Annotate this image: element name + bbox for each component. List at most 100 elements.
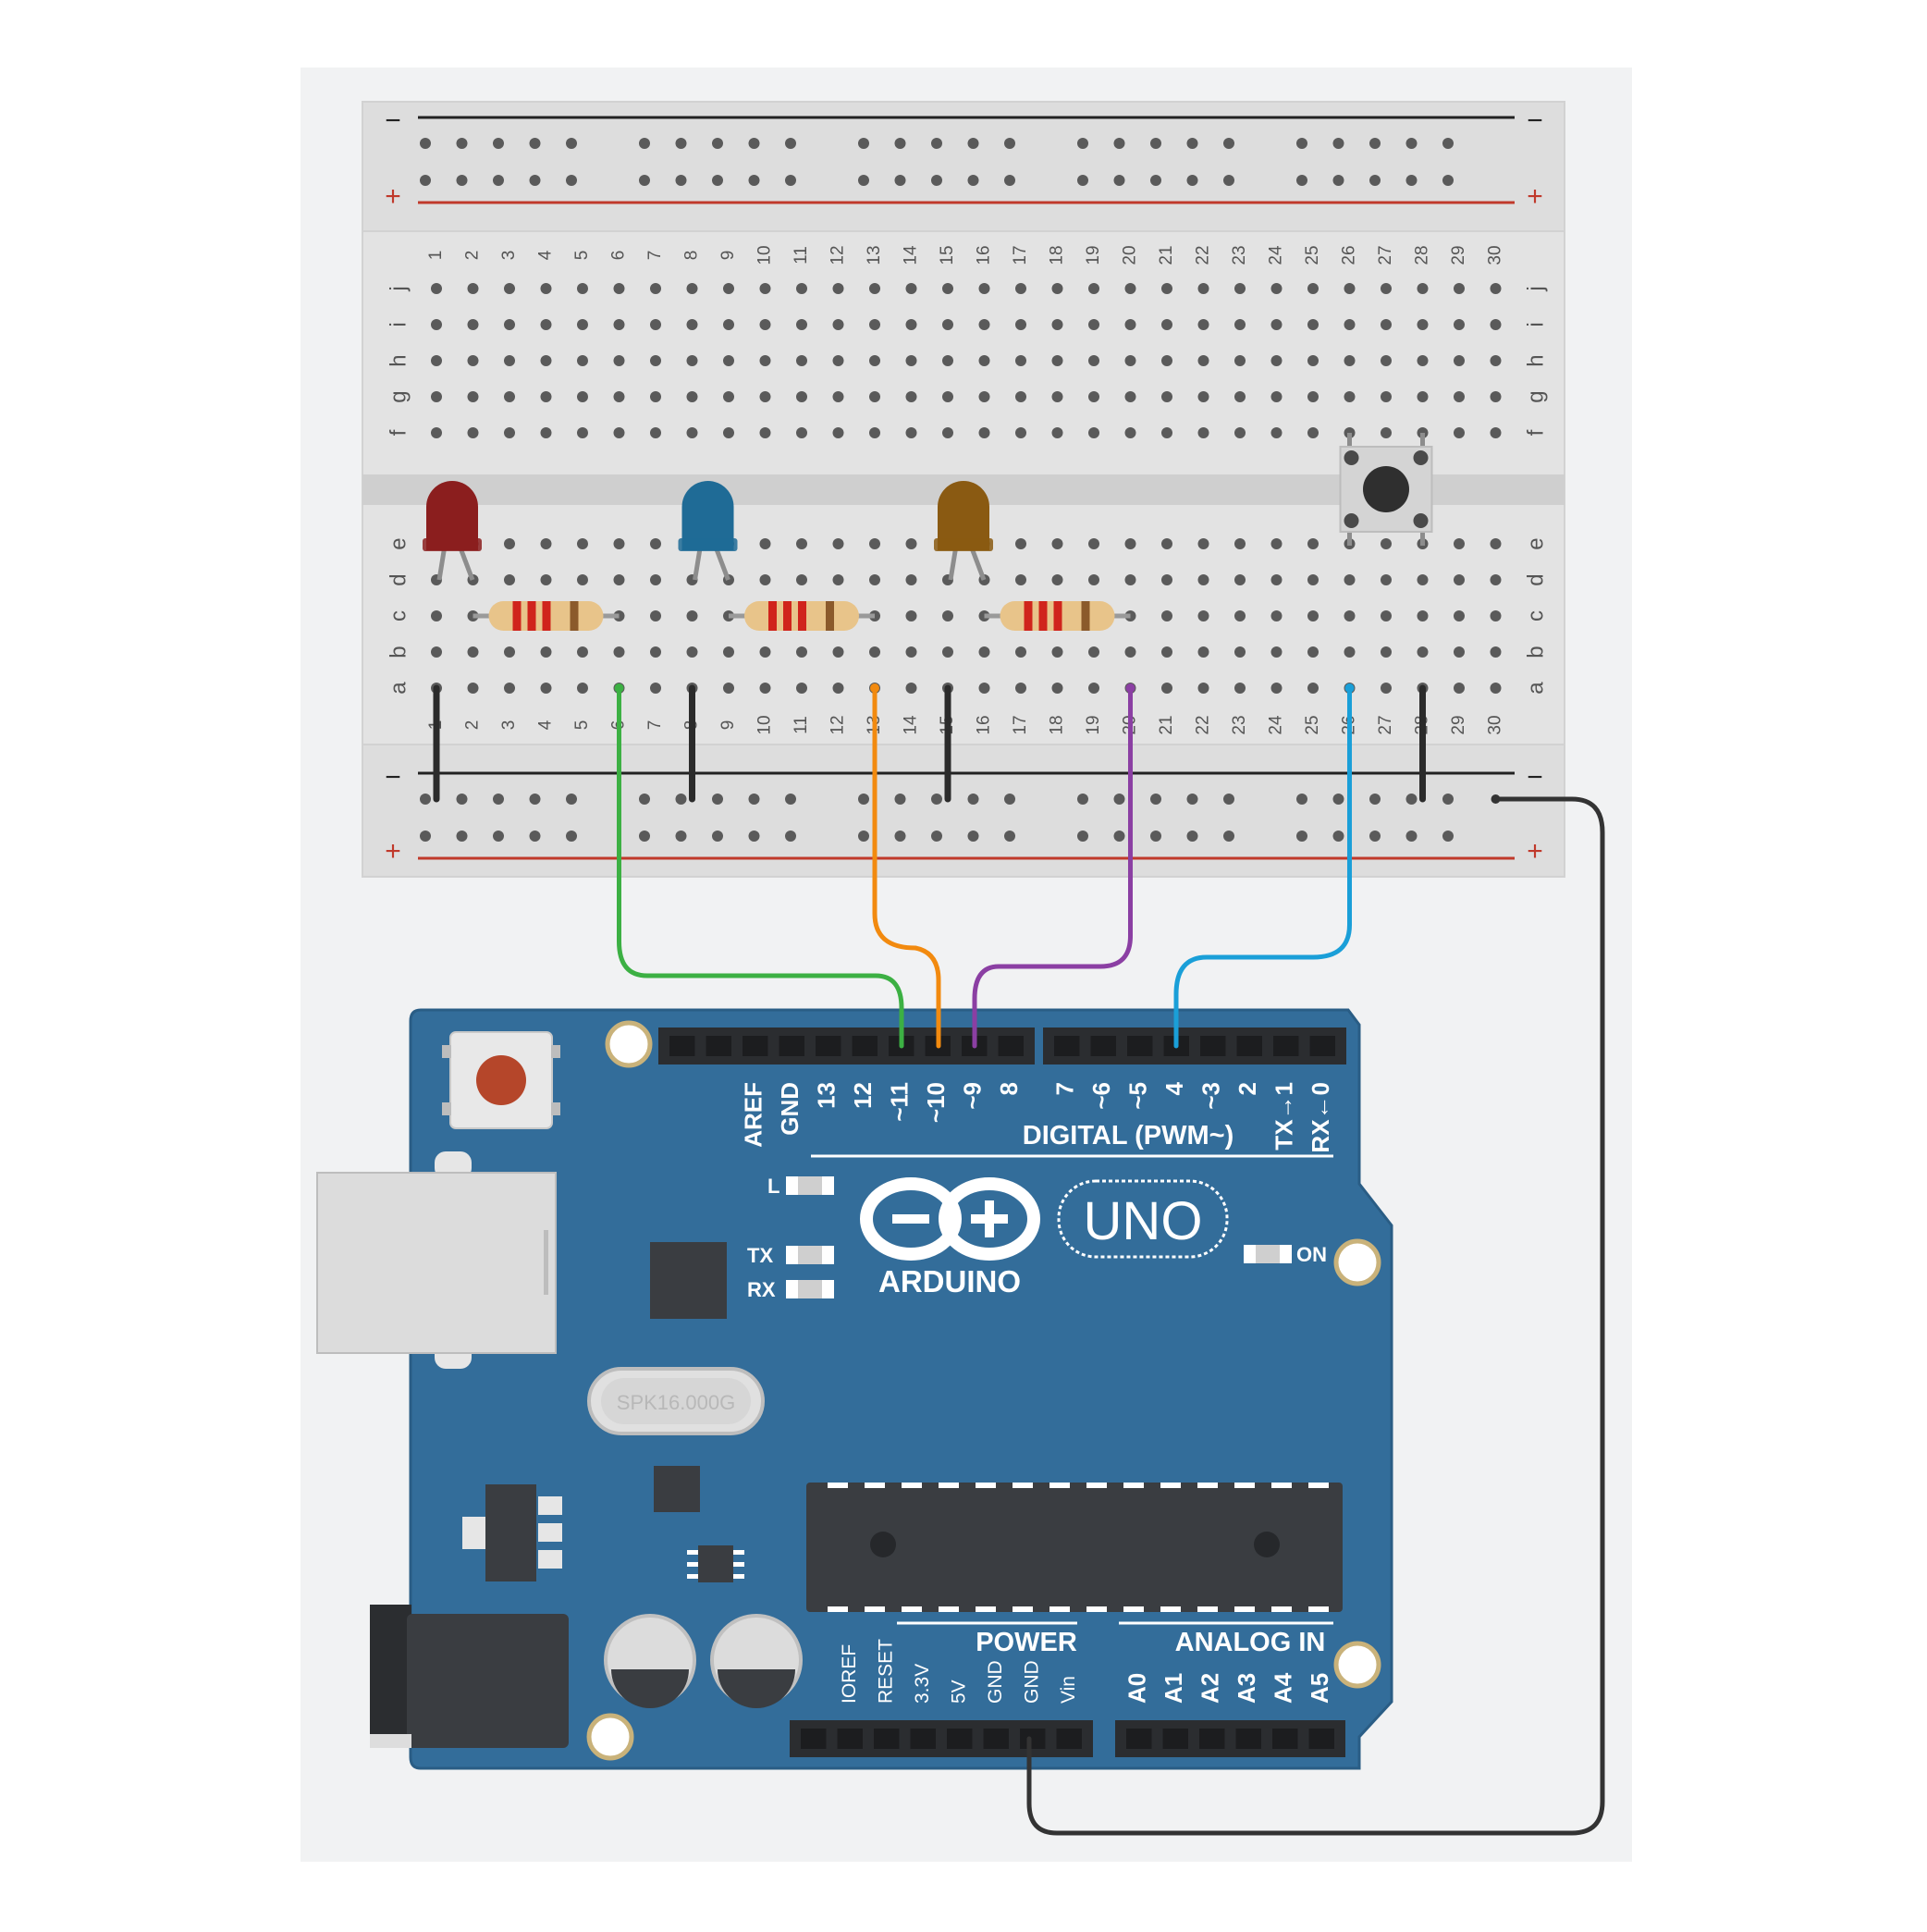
terminal-hole[interactable]	[1234, 355, 1246, 366]
terminal-hole[interactable]	[1161, 283, 1172, 294]
resistor[interactable]	[473, 601, 620, 631]
rail-hole[interactable]	[1405, 831, 1418, 842]
header-socket[interactable]	[1056, 1729, 1083, 1749]
terminal-hole[interactable]	[686, 355, 698, 366]
rail-hole[interactable]	[1150, 794, 1161, 805]
header-socket[interactable]	[1126, 1729, 1152, 1749]
terminal-hole[interactable]	[1490, 646, 1502, 658]
terminal-hole[interactable]	[978, 683, 990, 694]
terminal-hole[interactable]	[1454, 283, 1465, 294]
terminal-hole[interactable]	[431, 319, 442, 330]
rail-hole[interactable]	[894, 794, 906, 805]
terminal-hole[interactable]	[1270, 574, 1283, 585]
rail-hole[interactable]	[967, 831, 979, 842]
terminal-hole[interactable]	[905, 683, 917, 694]
header-socket[interactable]	[779, 1036, 805, 1056]
header-socket[interactable]	[1235, 1729, 1262, 1749]
terminal-hole[interactable]	[869, 646, 880, 658]
terminal-hole[interactable]	[650, 538, 661, 549]
rail-hole[interactable]	[785, 831, 796, 842]
terminal-hole[interactable]	[1490, 427, 1502, 438]
rail-hole[interactable]	[858, 831, 869, 842]
terminal-hole[interactable]	[1490, 683, 1502, 694]
rail-hole[interactable]	[1405, 138, 1418, 149]
terminal-hole[interactable]	[1490, 610, 1502, 621]
rail-hole[interactable]	[529, 831, 541, 842]
terminal-hole[interactable]	[467, 646, 479, 658]
terminal-hole[interactable]	[942, 391, 953, 402]
rail-hole[interactable]	[529, 175, 541, 186]
terminal-hole[interactable]	[1270, 319, 1283, 330]
header-socket[interactable]	[1273, 1036, 1299, 1056]
terminal-hole[interactable]	[1270, 427, 1283, 438]
terminal-hole[interactable]	[1051, 283, 1063, 294]
rail-hole[interactable]	[712, 794, 723, 805]
rail-hole[interactable]	[639, 175, 650, 186]
rail-hole[interactable]	[894, 138, 906, 149]
header-socket[interactable]	[852, 1036, 878, 1056]
terminal-hole[interactable]	[504, 574, 515, 585]
terminal-hole[interactable]	[1051, 538, 1063, 549]
terminal-hole[interactable]	[686, 319, 698, 330]
rail-hole[interactable]	[1369, 831, 1381, 842]
rail-hole[interactable]	[858, 138, 869, 149]
terminal-hole[interactable]	[869, 538, 880, 549]
terminal-hole[interactable]	[1454, 610, 1465, 621]
rail-hole[interactable]	[1186, 175, 1198, 186]
terminal-hole[interactable]	[1051, 319, 1063, 330]
rail-hole[interactable]	[1150, 175, 1161, 186]
terminal-hole[interactable]	[540, 283, 552, 294]
terminal-hole[interactable]	[1015, 538, 1026, 549]
terminal-hole[interactable]	[869, 391, 880, 402]
wire-endpoint[interactable]	[1125, 683, 1135, 693]
header-socket[interactable]	[1200, 1036, 1226, 1056]
rail-hole[interactable]	[1004, 175, 1015, 186]
rail-hole[interactable]	[858, 794, 869, 805]
header-socket[interactable]	[1127, 1036, 1153, 1056]
wire-endpoint[interactable]	[870, 683, 879, 693]
rail-hole[interactable]	[967, 794, 979, 805]
terminal-hole[interactable]	[431, 646, 442, 658]
terminal-hole[interactable]	[1270, 610, 1283, 621]
rail-hole[interactable]	[1332, 794, 1344, 805]
rail-hole[interactable]	[493, 794, 504, 805]
terminal-hole[interactable]	[759, 574, 771, 585]
header-socket[interactable]	[1272, 1729, 1298, 1749]
rail-hole[interactable]	[1332, 831, 1344, 842]
amber-led[interactable]	[934, 481, 993, 581]
terminal-hole[interactable]	[1234, 391, 1246, 402]
rail-hole[interactable]	[1150, 138, 1161, 149]
rail-hole[interactable]	[456, 794, 468, 805]
terminal-hole[interactable]	[1344, 355, 1356, 366]
terminal-hole[interactable]	[832, 391, 844, 402]
terminal-hole[interactable]	[905, 538, 917, 549]
purple-wire[interactable]	[972, 685, 1133, 1049]
terminal-hole[interactable]	[759, 355, 771, 366]
terminal-hole[interactable]	[504, 355, 515, 366]
terminal-hole[interactable]	[577, 319, 588, 330]
rail-hole[interactable]	[456, 175, 468, 186]
terminal-hole[interactable]	[905, 355, 917, 366]
rail-hole[interactable]	[675, 175, 687, 186]
terminal-hole[interactable]	[504, 427, 515, 438]
terminal-hole[interactable]	[1197, 355, 1209, 366]
header-socket[interactable]	[837, 1729, 864, 1749]
rail-hole[interactable]	[1077, 138, 1088, 149]
terminal-hole[interactable]	[1197, 646, 1209, 658]
header-socket[interactable]	[983, 1729, 1010, 1749]
rail-hole[interactable]	[1369, 175, 1381, 186]
terminal-hole[interactable]	[1270, 538, 1283, 549]
header-socket[interactable]	[947, 1729, 973, 1749]
terminal-hole[interactable]	[942, 646, 953, 658]
rail-hole[interactable]	[1186, 831, 1198, 842]
rail-hole[interactable]	[639, 831, 650, 842]
terminal-hole[interactable]	[723, 427, 734, 438]
rail-hole[interactable]	[1369, 138, 1381, 149]
terminal-hole[interactable]	[1307, 610, 1319, 621]
terminal-hole[interactable]	[467, 683, 479, 694]
rail-hole[interactable]	[1077, 831, 1088, 842]
terminal-hole[interactable]	[1270, 391, 1283, 402]
rail-hole[interactable]	[1405, 794, 1418, 805]
rail-hole[interactable]	[1113, 794, 1125, 805]
terminal-hole[interactable]	[613, 427, 625, 438]
